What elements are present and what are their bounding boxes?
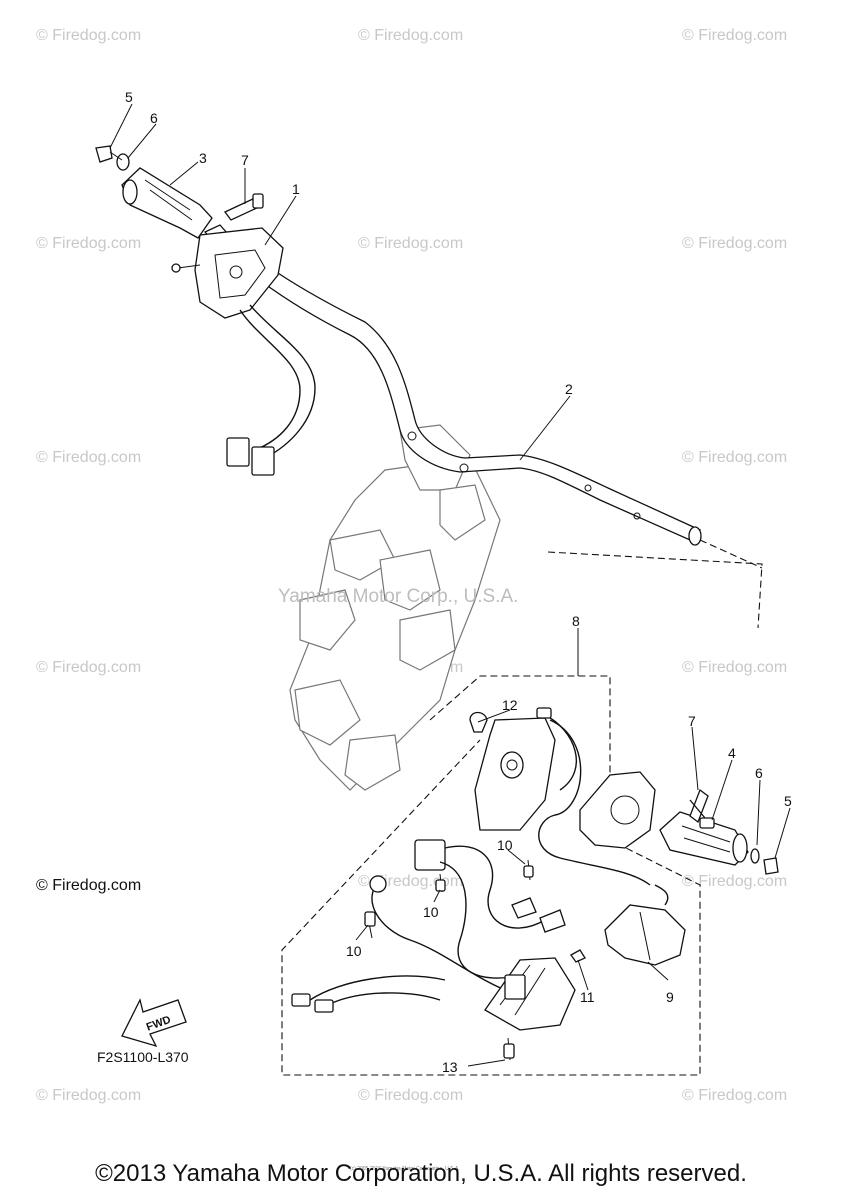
callout-10: 10 (497, 837, 513, 853)
callout-10: 10 (423, 904, 439, 920)
callout-3: 3 (199, 150, 207, 166)
watermark: © Firedog.com (682, 1087, 787, 1104)
watermark: © Firedog.com (36, 1087, 141, 1104)
wiring-harness (291, 839, 586, 1061)
copyright-notice: ©2013 Yamaha Motor Corporation, U.S.A. A… (95, 1160, 747, 1187)
callout-4: 4 (728, 745, 736, 761)
watermark: © Firedog.com (682, 873, 787, 890)
part-2-dashed-outline (699, 539, 763, 569)
watermark: © Firedog.com (36, 449, 141, 466)
watermark: © Firedog.com (36, 27, 141, 44)
lanyard-key (604, 884, 686, 966)
callout-8: 8 (572, 613, 580, 629)
watermark: © Firedog.com (36, 235, 141, 252)
callout-12: 12 (502, 697, 518, 713)
side-watermark: © Firedog.com (36, 877, 141, 894)
leader-lines (109, 103, 791, 1067)
callout-7: 7 (688, 713, 696, 729)
right-grip-parts (659, 788, 779, 875)
watermark: © Firedog.com (358, 235, 463, 252)
callout-1: 1 (292, 181, 300, 197)
diagram-part-code: F2S1100-L370 (97, 1049, 189, 1065)
callout-6: 6 (755, 765, 763, 781)
watermark-grid: © Firedog.com © Firedog.com © Firedog.co… (36, 27, 787, 1104)
callout-7: 7 (241, 152, 249, 168)
watermark: © Firedog.com (682, 449, 787, 466)
watermark: © Firedog.com (682, 235, 787, 252)
callout-11: 11 (580, 989, 595, 1005)
left-switch-assembly (171, 227, 316, 476)
callout-labels: 5 6 3 7 1 2 8 12 7 4 6 5 10 10 10 11 9 1… (125, 89, 792, 1075)
callout-5: 5 (784, 793, 792, 809)
callout-9: 9 (666, 989, 674, 1005)
part-2-dashed-outline (547, 551, 763, 629)
watermark: © Firedog.com (682, 27, 787, 44)
fwd-arrow: FWD (121, 998, 187, 1048)
watermark: © Firedog.com (358, 27, 463, 44)
center-watermark: Yamaha Motor Corp., U.S.A. (278, 586, 518, 607)
watermark: © Firedog.com (358, 1087, 463, 1104)
group-8-dashed-outline (281, 675, 701, 1076)
left-grip-parts (95, 145, 264, 239)
callout-6: 6 (150, 110, 158, 126)
handlebar (203, 224, 702, 546)
callout-5: 5 (125, 89, 133, 105)
callout-10: 10 (346, 943, 362, 959)
watermark: © Firedog.com (682, 659, 787, 676)
callout-13: 13 (442, 1059, 458, 1075)
right-switch-assembly (469, 707, 656, 886)
small-print: (c) 2005-2016 Yamaha Motor Corporation, … (350, 1166, 460, 1172)
watermark: © Firedog.com (36, 659, 141, 676)
callout-2: 2 (565, 381, 573, 397)
steering-column-ghost (289, 424, 501, 791)
